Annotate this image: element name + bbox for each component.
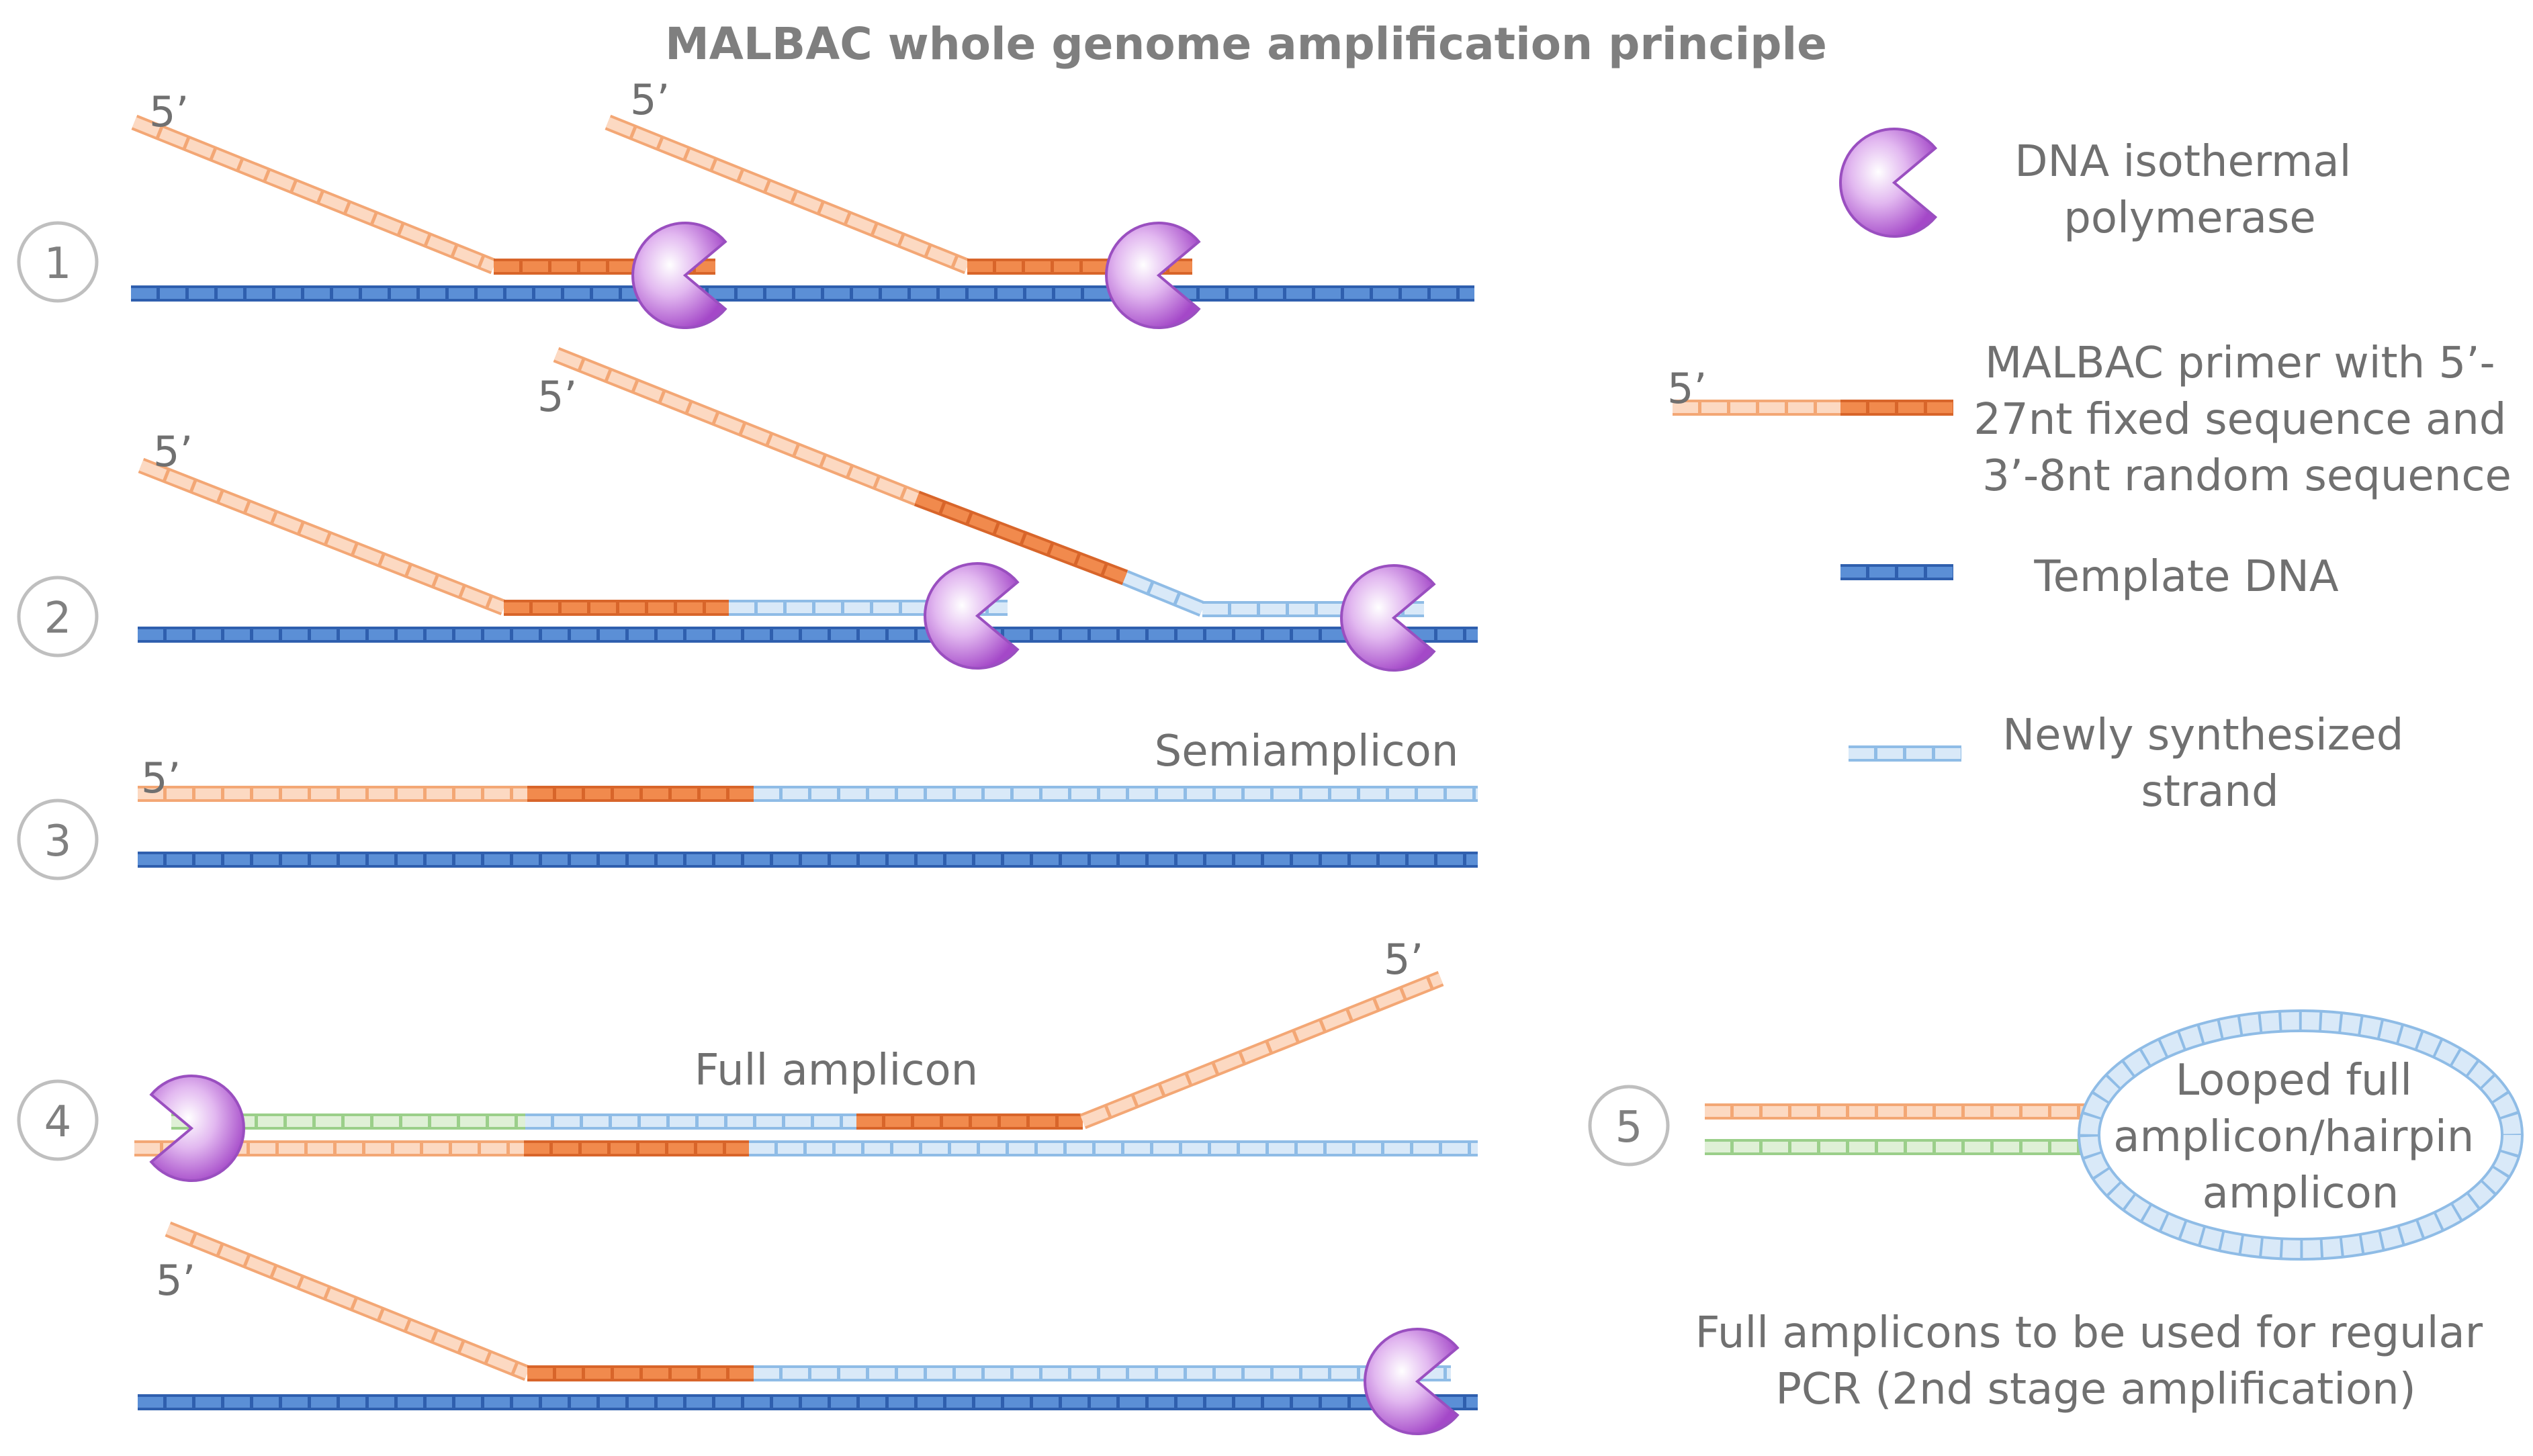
legend-polymerase-line: polymerase <box>2063 193 2315 243</box>
legend-polymerase-line: DNA isothermal <box>2014 137 2351 187</box>
primer-fixed-tail <box>165 1221 531 1381</box>
legend-new-strand-line: Newly synthesized <box>2002 711 2403 760</box>
step-5-marker: 5 <box>1588 1085 1670 1167</box>
primer-fixed-tail <box>553 347 920 506</box>
step-1-marker: 1 <box>17 221 99 303</box>
strand-layer <box>131 114 2096 1410</box>
step-5-number: 5 <box>1615 1103 1643 1152</box>
step-3-number: 3 <box>44 817 72 866</box>
primer-fixed-tail <box>131 114 497 275</box>
looped-amplicon-line: Looped full <box>2176 1056 2412 1105</box>
polymerase-icon <box>1340 564 1436 672</box>
step-markers: 1 2 3 4 5 <box>17 221 1670 1167</box>
polymerase-icon <box>1364 1328 1460 1435</box>
primer-random-segment <box>914 490 1128 586</box>
legend-polymerase-icon <box>1839 128 1938 238</box>
step-4-marker: 4 <box>17 1079 99 1161</box>
step-2-number: 2 <box>44 594 72 643</box>
legend-primer-line: MALBAC primer with 5’- <box>1985 338 2495 388</box>
polymerase-icon <box>631 222 727 329</box>
step-3-marker: 3 <box>17 799 99 880</box>
looped-amplicon-label: Looped full amplicon/hairpin amplicon <box>2113 1056 2487 1218</box>
five-prime-label: 5’ <box>149 87 189 136</box>
five-prime-label: 5’ <box>153 427 193 476</box>
looped-amplicon-line: amplicon <box>2203 1169 2399 1218</box>
five-prime-label: 5’ <box>537 372 577 421</box>
polymerase-icon <box>1105 222 1201 329</box>
step-4-number: 4 <box>44 1097 72 1147</box>
legend-polymerase-label: DNA isothermal polymerase <box>2014 137 2364 243</box>
looped-amplicon-line: amplicon/hairpin <box>2113 1112 2474 1162</box>
legend-new-strand-line: strand <box>2141 767 2278 817</box>
pcr-note: Full amplicons to be used for regular PC… <box>1695 1308 2497 1414</box>
step-1-number: 1 <box>44 239 72 289</box>
legend: DNA isothermal polymerase MALBAC primer … <box>1973 137 2520 817</box>
legend-five-prime-label: 5’ <box>1667 364 1707 413</box>
step-2-marker: 2 <box>17 576 99 657</box>
pcr-note-line: PCR (2nd stage amplification) <box>1775 1365 2415 1414</box>
five-prime-label: 5’ <box>156 1256 195 1305</box>
legend-template-label: Template DNA <box>2033 552 2339 602</box>
primer-fixed-tail <box>138 457 507 616</box>
legend-new-strand-label: Newly synthesized strand <box>2002 711 2417 817</box>
semiamplicon-label: Semiamplicon <box>1155 727 1459 776</box>
legend-primer-label: MALBAC primer with 5’- 27nt fixed sequen… <box>1973 338 2520 501</box>
legend-primer-line: 3’-8nt random sequence <box>1982 451 2512 501</box>
legend-primer-line: 27nt fixed sequence and <box>1973 395 2506 445</box>
five-prime-label: 5’ <box>630 75 670 124</box>
five-prime-label: 5’ <box>141 754 181 803</box>
pcr-note-line: Full amplicons to be used for regular <box>1695 1308 2483 1358</box>
full-amplicon-label: Full amplicon <box>695 1046 978 1095</box>
five-prime-label: 5’ <box>1384 935 1423 984</box>
polymerase-icon <box>924 562 1020 670</box>
primer-fixed-tail <box>605 114 971 275</box>
new-strand-segment <box>1122 570 1206 617</box>
polymerase-layer <box>149 128 1938 1435</box>
polymerase-icon <box>149 1075 245 1182</box>
hairpin-loop-segments <box>2080 1012 2521 1258</box>
five-prime-labels: 5’ 5’ 5’ 5’ 5’ 5’ 5’ 5’ <box>141 75 1707 1305</box>
primer-fixed-tail <box>1079 970 1444 1130</box>
diagram-title: MALBAC whole genome amplification princi… <box>665 18 1827 70</box>
